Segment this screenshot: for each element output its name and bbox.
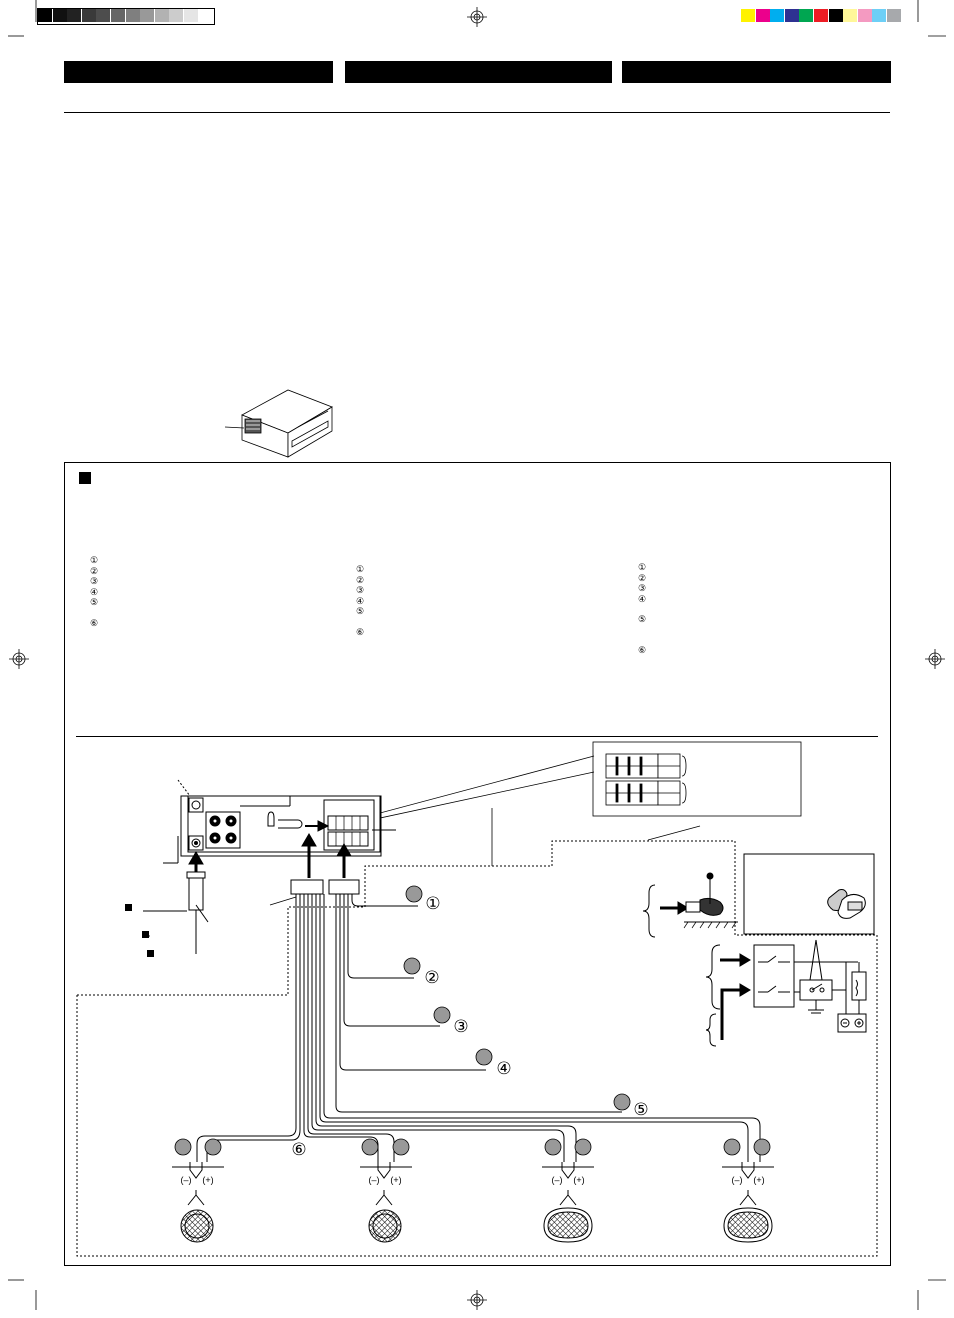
color-swatch <box>784 9 799 22</box>
wire-label-4: ④ <box>496 1059 511 1078</box>
polarity-minus: (–) <box>732 1175 743 1185</box>
wire-list-center: ① ② ③ ④ ⑤ ⑥ <box>356 564 364 637</box>
wire-label-6: ⑥ <box>291 1140 306 1159</box>
list-item: ⑥ <box>90 617 99 628</box>
polarity-minus: (–) <box>369 1175 380 1185</box>
header-bar-center <box>345 61 612 83</box>
list-item: ② <box>356 574 365 585</box>
polarity-minus: (–) <box>181 1175 192 1185</box>
list-item: ⑥ <box>638 644 647 655</box>
list-item: ③ <box>356 585 365 595</box>
polarity-plus: (+) <box>202 1175 213 1185</box>
gray-swatch <box>184 9 198 22</box>
list-item: ④ <box>638 593 647 604</box>
list-item: ① <box>638 562 647 572</box>
polarity-plus: (+) <box>390 1175 401 1185</box>
gray-swatch <box>154 9 169 22</box>
gray-swatch <box>140 9 155 22</box>
list-item: ⑤ <box>356 606 365 616</box>
color-swatch <box>887 9 901 22</box>
crosshair-right <box>925 649 945 669</box>
polarity-minus: (–) <box>552 1175 563 1185</box>
wire-label-1: ① <box>425 894 440 913</box>
crosshair-top <box>467 7 487 27</box>
speakers <box>172 1162 774 1243</box>
unit-illustration <box>224 389 333 458</box>
gray-swatch <box>38 9 52 22</box>
section-marker <box>79 472 91 484</box>
list-item: ③ <box>90 576 99 586</box>
connector-arrows <box>188 820 352 895</box>
gray-swatch <box>52 9 67 22</box>
list-item: ⑥ <box>356 626 365 637</box>
list-item: ① <box>90 555 99 565</box>
polarity-labels: (–) (+) (–) (+) (–) (+) (–) (+) <box>181 1175 765 1185</box>
list-item: ② <box>90 565 99 576</box>
gray-swatch <box>169 9 184 22</box>
wire-label-2: ② <box>424 968 439 987</box>
color-swatch <box>755 9 770 22</box>
gray-swatch <box>81 9 96 22</box>
list-item: ⑤ <box>90 597 99 607</box>
marker-square <box>142 931 149 938</box>
wire-number-labels: ① ② ③ ④ ⑤ ⑥ <box>291 894 648 1159</box>
wire-end-markers <box>174 885 771 1156</box>
diagram-rule <box>76 736 878 737</box>
harness-bundle <box>196 894 761 1162</box>
color-swatch <box>799 9 814 22</box>
color-swatch <box>843 9 858 22</box>
leader-lines <box>143 808 701 937</box>
list-item: ① <box>356 564 365 574</box>
color-swatch <box>741 9 755 22</box>
color-swatch <box>770 9 785 22</box>
polarity-plus: (+) <box>753 1175 764 1185</box>
wire-label-5: ⑤ <box>633 1100 648 1119</box>
harness-connectors <box>290 879 360 895</box>
ground-terminal <box>642 872 738 938</box>
antenna-plug <box>143 836 209 954</box>
crosshair-bottom <box>467 1290 487 1310</box>
color-swatch <box>857 9 872 22</box>
ignition-schematic <box>705 853 875 1047</box>
wire-label-3: ③ <box>453 1017 468 1036</box>
list-item: ③ <box>638 583 647 593</box>
wire-list-left: ① ② ③ ④ ⑤ ⑥ <box>90 555 98 628</box>
wire-list-right: ① ② ③ ④ ⑤ ⑥ <box>638 562 646 655</box>
grayscale-bar <box>37 8 215 25</box>
section-frame <box>64 462 891 1266</box>
gray-swatch <box>111 9 125 22</box>
list-item: ④ <box>90 586 99 597</box>
head-unit-rear-panel <box>180 795 396 857</box>
gray-swatch <box>67 9 82 22</box>
color-swatch <box>814 9 828 22</box>
header-bar-left <box>64 61 333 83</box>
list-item: ② <box>638 572 647 583</box>
color-swatch <box>872 9 887 22</box>
gray-swatch <box>96 9 111 22</box>
marker-square <box>125 904 132 911</box>
polarity-plus: (+) <box>573 1175 584 1185</box>
list-item: ⑤ <box>638 614 647 624</box>
list-item: ④ <box>356 595 365 606</box>
marker-square <box>147 950 154 957</box>
connector-detail-callout <box>379 741 802 819</box>
crosshair-left <box>9 649 29 669</box>
header-rule <box>64 112 890 113</box>
header-bar-right <box>622 61 891 83</box>
color-swatch <box>828 9 843 22</box>
gray-swatch <box>125 9 140 22</box>
gray-swatch <box>198 9 213 22</box>
